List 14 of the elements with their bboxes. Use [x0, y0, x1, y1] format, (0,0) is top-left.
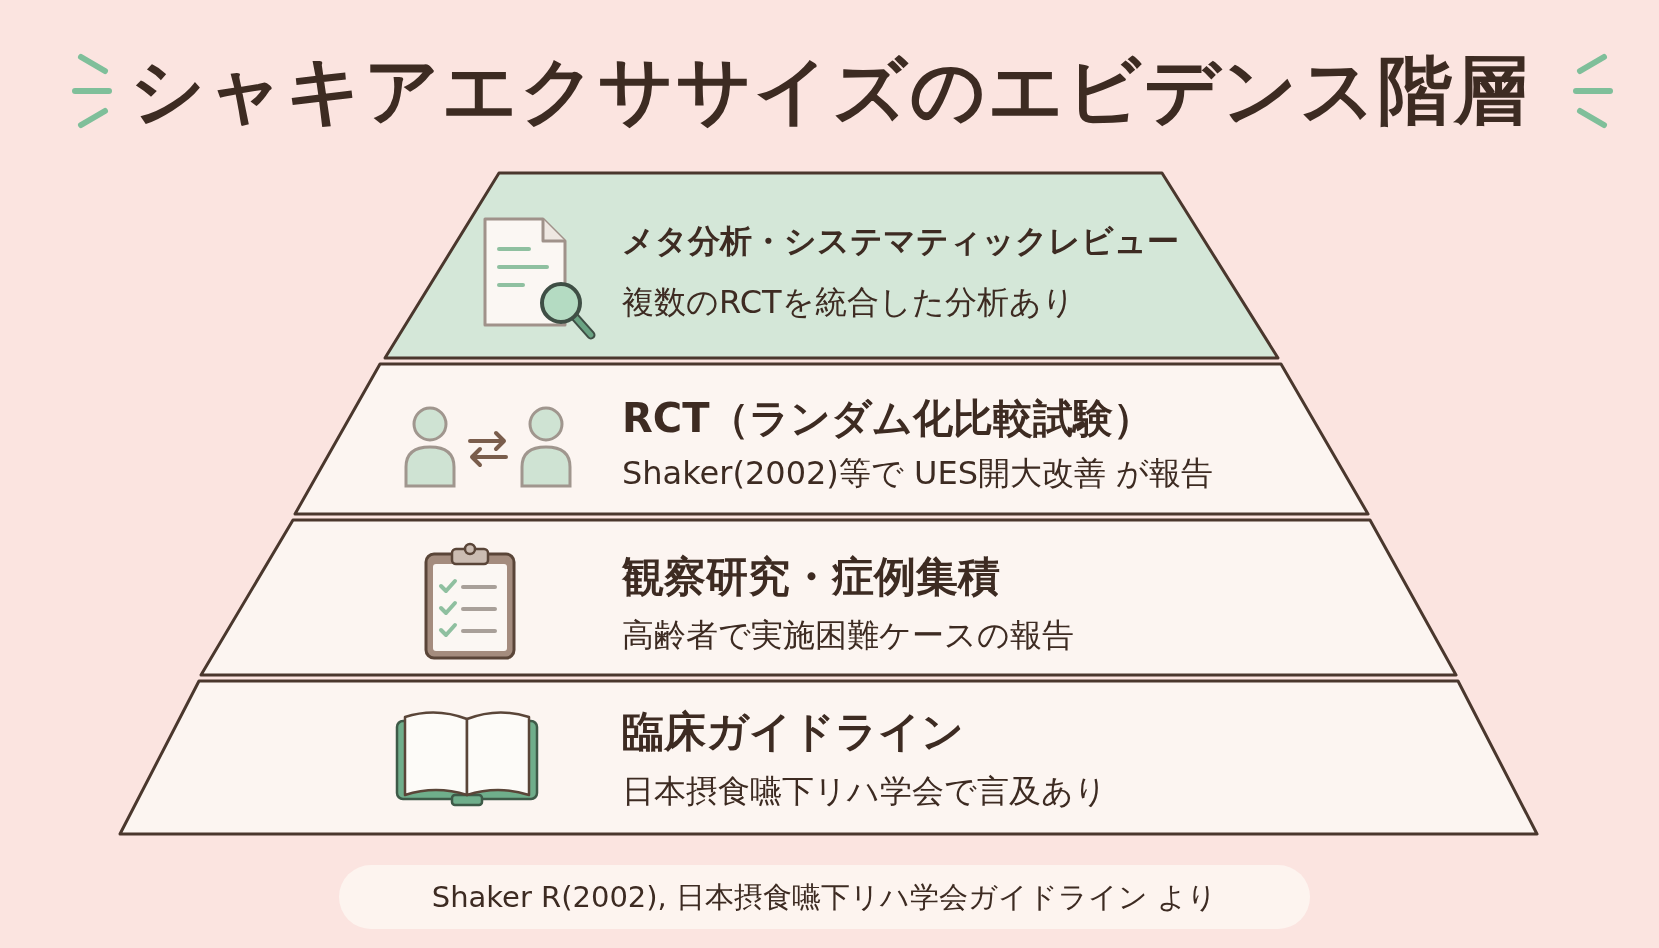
tier-heading: 臨床ガイドライン: [622, 706, 964, 758]
pyramid-tier: [199, 518, 1458, 677]
tier-description: 日本摂食嚥下リハ学会で言及あり: [622, 771, 1107, 811]
tier-description: 複数のRCTを統合した分析あり: [622, 282, 1075, 322]
pyramid-tier: [293, 362, 1370, 516]
tier-heading: RCT（ランダム化比較試験）: [622, 394, 1154, 442]
pyramid-tier: [383, 171, 1280, 360]
tier-description: 高齢者で実施困難ケースの報告: [622, 615, 1074, 655]
source-note: Shaker R(2002), 日本摂食嚥下リハ学会ガイドライン より: [339, 865, 1310, 929]
diagram-title: シャキアエクササイズのエビデンス階層: [129, 46, 1530, 135]
tier-heading: 観察研究・症例集積: [622, 551, 1000, 603]
tier-heading: メタ分析・システマティックレビュー: [622, 221, 1179, 261]
pyramid-tier: [118, 679, 1539, 836]
tier-description: Shaker(2002)等で UES開大改善 が報告: [622, 453, 1214, 493]
